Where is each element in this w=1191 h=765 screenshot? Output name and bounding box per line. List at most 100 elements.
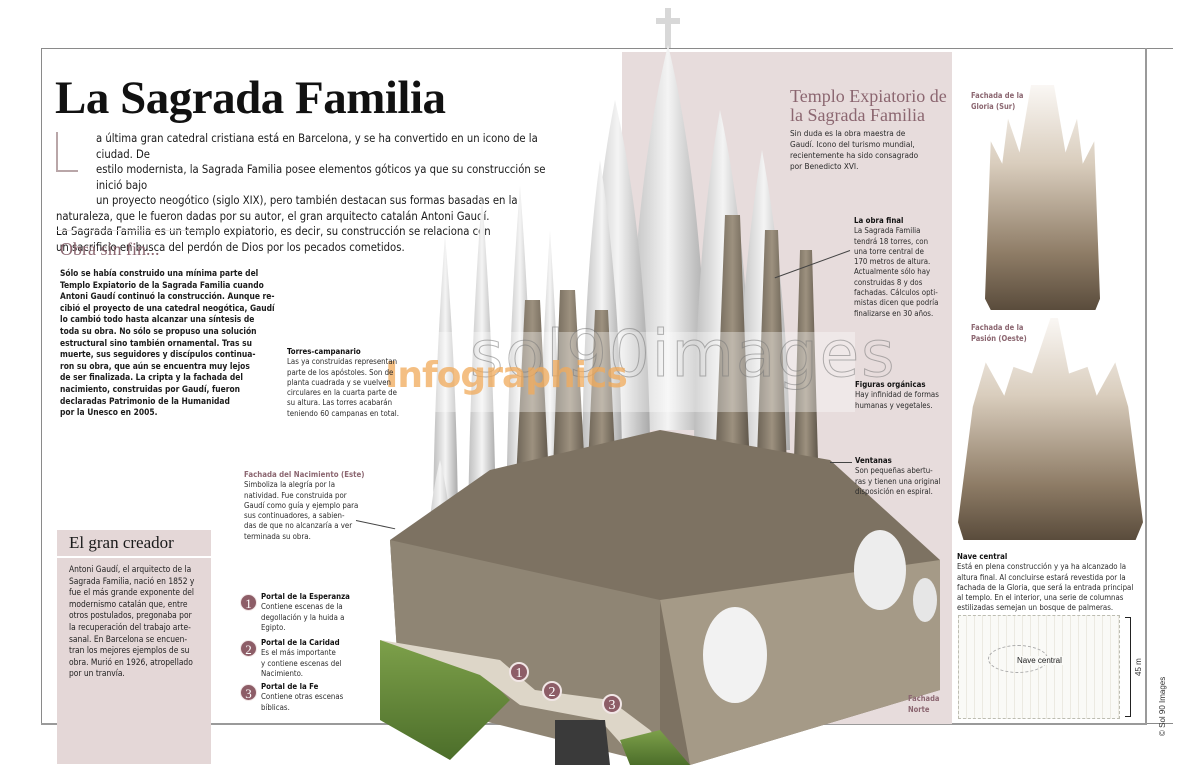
heading-line: Templo Expiatorio de (790, 86, 947, 106)
text-line: Pasión (Oeste) (971, 334, 1027, 343)
text-line: Son pequeñas abertu- (855, 466, 933, 476)
portal-badge-2: 2 (240, 640, 257, 657)
nave-title: Nave central (957, 552, 1008, 561)
text-line: cibió el proyecto de una catedral neogót… (60, 302, 275, 313)
portal-esperanza: Portal de la Esperanza Contiene escenas … (261, 592, 361, 633)
text-line: Fachada de la (971, 91, 1024, 100)
text-line: terminada su obra. (244, 531, 311, 541)
text-line: Contiene escenas de la (261, 602, 343, 612)
portal-marker-2: 2 (542, 681, 562, 701)
callout-ventanas: Ventanas Son pequeñas abertu- ras y tien… (855, 456, 951, 497)
nave-central: Nave central Está en plena construcción … (957, 552, 1147, 614)
text-line: tran los mejores ejemplos de su (69, 645, 190, 656)
obra-heading: Obra sin fin... (60, 239, 160, 259)
gran-creador-header: El gran creador (57, 530, 211, 556)
text-line: una torre central de (854, 246, 924, 256)
text-line: Gaudí como guía y ejemplo para (244, 500, 359, 510)
text-line: Sólo se había construido una mínima part… (60, 268, 259, 278)
intro-line: un sacrificio en busca del perdón de Dio… (56, 240, 405, 254)
callout-figuras: Figuras orgánicas Hay infinidad de forma… (855, 380, 951, 411)
text-line: Fachada de la (971, 323, 1024, 332)
templo-heading: Templo Expiatorio de la Sagrada Familia (790, 87, 950, 125)
text-line: Está en plena construcción y ya ha alcan… (957, 562, 1127, 572)
text-line: fachadas. Cálculos opti- (854, 288, 938, 298)
text-line: al templo. En el interior, una serie de … (957, 593, 1124, 603)
text-line: Hay infinidad de formas (855, 390, 939, 400)
text-line: fachada de la Gloria, que será la entrad… (957, 582, 1134, 592)
text-line: la recuperación del trabajo arte- (69, 621, 191, 632)
callout-torres: Torres-campanario Las ya construidas rep… (287, 347, 402, 419)
text-line: construidas 8 y dos (854, 277, 923, 287)
text-line: Norte (908, 705, 930, 714)
text-line: Egipto. (261, 622, 286, 632)
intro-line: estilo modernista, la Sagrada Familia po… (96, 163, 546, 192)
portal-badge-3: 3 (240, 684, 257, 701)
text-line: ras y tienen una original (855, 476, 941, 486)
text-line: lo cambió todo hasta alcanzar una síntes… (60, 314, 255, 325)
text-line: Fachada (908, 694, 940, 703)
text-line: degollación y la huida a (261, 612, 345, 622)
text-line: por Benedicto XVI. (790, 161, 859, 171)
intro-line: a última gran catedral cristiana está en… (96, 132, 538, 161)
callout-title: La obra final (854, 216, 904, 225)
text-line: circulares en la cuarta parte de (287, 388, 397, 398)
portal-caridad: Portal de la Caridad Es el más important… (261, 638, 361, 679)
frame-right-rule (1145, 48, 1147, 725)
text-line: Sin duda es la obra maestra de (790, 128, 906, 138)
watermark-text: Infographics (385, 355, 628, 396)
intro-line: un proyecto neogótico (siglo XIX), pero … (96, 194, 518, 207)
text-line: disposición en espiral. (855, 486, 933, 496)
text-line: tendrá 18 torres, con (854, 236, 929, 246)
text-line: Es el más importante (261, 648, 336, 658)
gran-creador-heading: El gran creador (69, 533, 174, 552)
divider (57, 230, 207, 231)
text-line: Sagrada Familia, nació en 1852 y (69, 575, 195, 586)
portal-marker-3: 3 (602, 694, 622, 714)
scale-bar (1125, 617, 1131, 717)
callout-title: Figuras orgánicas (855, 380, 926, 389)
portal-marker-1: 1 (509, 662, 529, 682)
copyright-credit: © Sol 90 Images (1158, 676, 1167, 736)
text-line: declaradas Patrimonio de la Humanidad (60, 395, 230, 406)
dropcap-L (56, 132, 78, 172)
callout-title: Torres-campanario (287, 347, 361, 356)
text-line: La Sagrada Familia (854, 226, 921, 236)
portal-fe: Portal de la Fe Contiene otras escenas b… (261, 682, 361, 713)
text-line: Nacimiento. (261, 668, 304, 678)
obra-body: Sólo se había construido una mínima part… (60, 268, 280, 419)
text-line: Gaudí. Icono del turismo mundial, (790, 139, 915, 149)
fachada-gloria-label: Fachada de la Gloria (Sur) (971, 90, 1023, 112)
text-line: Templo Expiatorio de la Sagrada Familia … (60, 279, 264, 290)
text-line: humanas y vegetales. (855, 400, 933, 410)
text-line: Contiene otras escenas (261, 692, 344, 702)
text-line: mistas dicen que podría (854, 298, 939, 308)
text-line: Actualmente sólo hay (854, 267, 931, 277)
text-line: Antoni Gaudí continuó la construcción. A… (60, 291, 275, 302)
text-line: muerte, sus seguidores y discípulos cont… (60, 349, 256, 360)
text-line: nacimiento, construidas por Gaudí, fuero… (60, 383, 241, 394)
page-title: La Sagrada Familia (55, 72, 446, 124)
text-line: bíblicas. (261, 702, 290, 712)
text-line: estructural sino también ornamental. Tra… (60, 337, 252, 348)
text-line: Simboliza la alegría por la (244, 480, 336, 490)
callout-obra-final: La obra final La Sagrada Familia tendrá … (854, 216, 950, 319)
text-line: y contiene escenas del (261, 658, 342, 668)
intro-paragraph: a última gran catedral cristiana está en… (56, 131, 556, 255)
plan-label: Nave central (1015, 656, 1064, 665)
text-line: altura final. Al concluirse estará reves… (957, 572, 1126, 582)
heading-line: la Sagrada Familia (790, 105, 925, 125)
portal-title: Portal de la Caridad (261, 638, 340, 647)
text-line: ron su obra, que aún se encuentra muy le… (60, 360, 250, 371)
text-line: obra. Murió en 1926, atropellado (69, 656, 193, 667)
text-line: 170 metros de altura. (854, 257, 931, 267)
text-line: sus continuadores, a sabien- (244, 511, 345, 521)
intro-line: naturaleza, que le fueron dadas por su a… (56, 209, 490, 223)
callout-title: Fachada del Nacimiento (Este) (244, 470, 365, 479)
text-line: estilizadas semejan un bosque de palmera… (957, 603, 1114, 613)
text-line: su altura. Las torres acabarán (287, 398, 393, 408)
gran-creador-body: Antoni Gaudí, el arquitecto de la Sagrad… (69, 564, 209, 680)
callout-title: Ventanas (855, 456, 892, 465)
text-line: teniendo 60 campanas en total. (287, 408, 399, 418)
portal-title: Portal de la Esperanza (261, 592, 350, 601)
text-line: parte de los apóstoles. Son de (287, 367, 394, 377)
